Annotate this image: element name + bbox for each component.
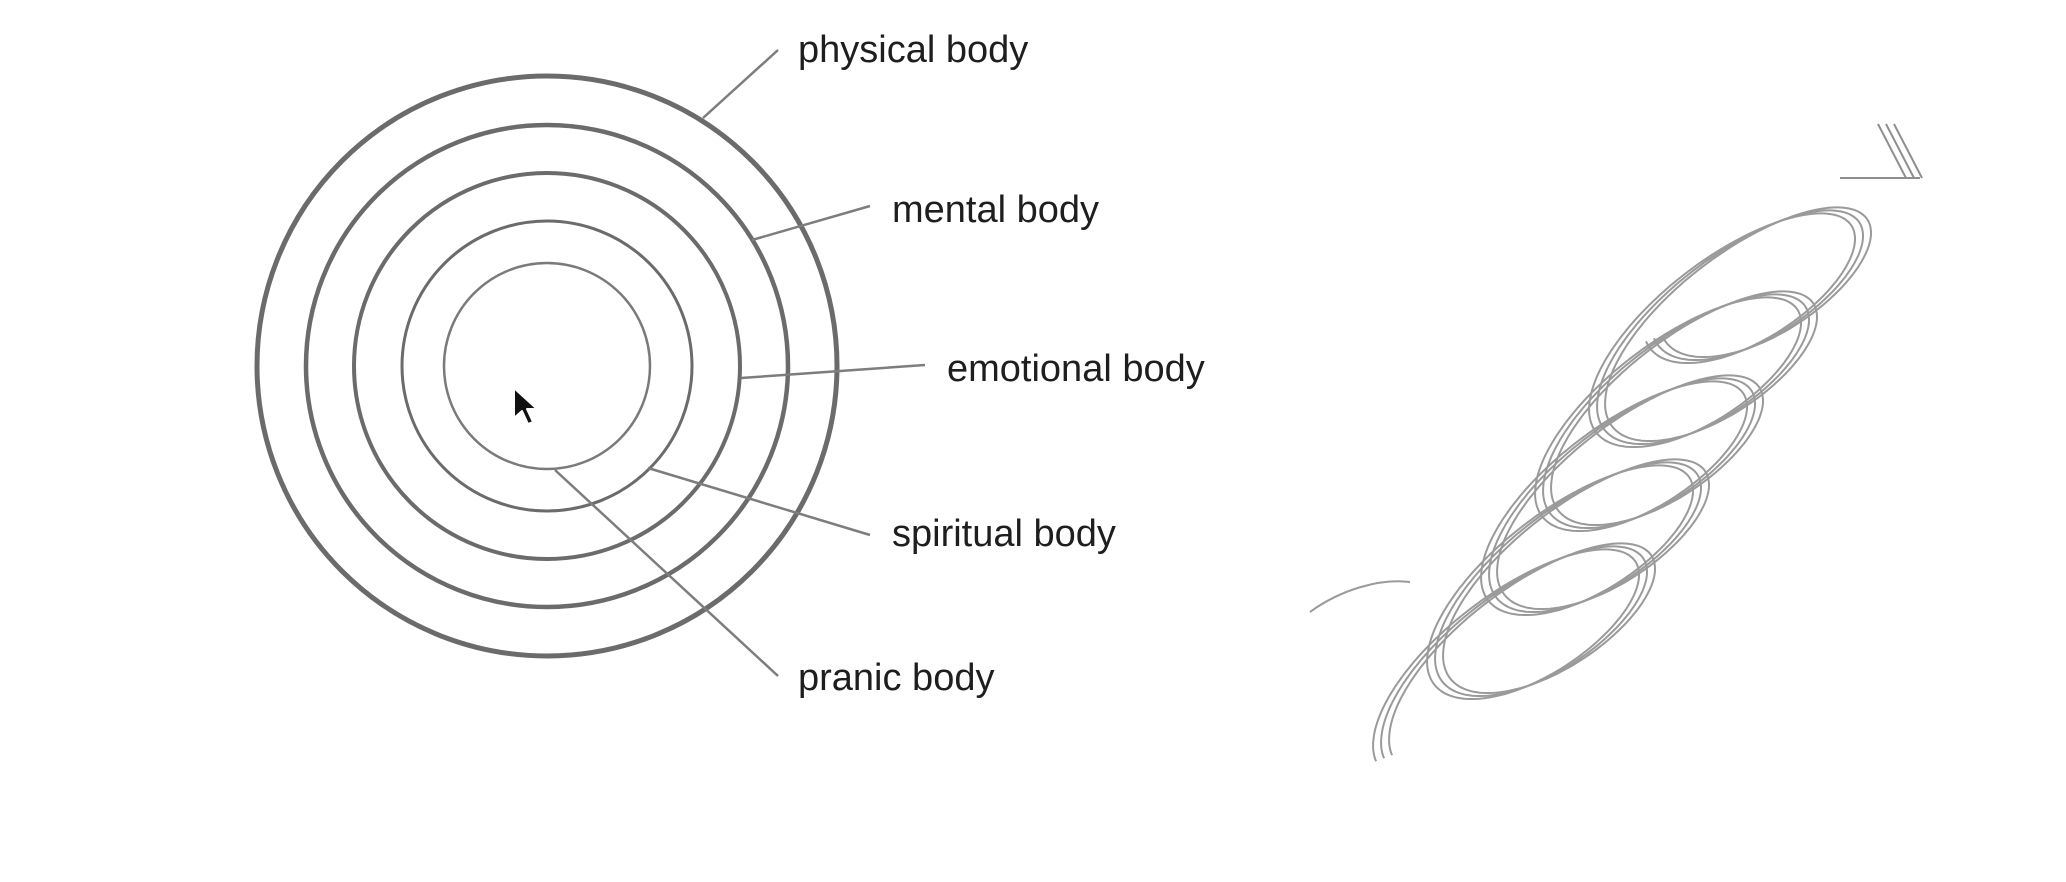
leader-spiritual bbox=[647, 466, 871, 537]
label-physical-body: physical body bbox=[798, 29, 1028, 71]
label-emotional-body: emotional body bbox=[947, 348, 1205, 390]
leader-lines bbox=[554, 49, 926, 677]
spiral-arrowhead-icon bbox=[1840, 123, 1923, 179]
label-pranic-body: pranic body bbox=[798, 657, 994, 699]
leader-pranic bbox=[554, 469, 779, 677]
ring-physical bbox=[254, 73, 840, 659]
spiral-tail bbox=[1309, 580, 1411, 613]
label-spiritual-body: spiritual body bbox=[892, 513, 1116, 555]
leader-emotional bbox=[740, 363, 926, 380]
spiral-strand bbox=[1388, 206, 1872, 756]
leader-physical bbox=[702, 49, 779, 119]
ring-emotional bbox=[352, 171, 742, 561]
spiral-illustration bbox=[1309, 206, 1872, 762]
ring-spiritual bbox=[400, 219, 694, 513]
concentric-rings bbox=[254, 73, 840, 659]
label-mental-body: mental body bbox=[892, 189, 1099, 231]
labels: physical body mental body emotional body… bbox=[798, 29, 1205, 699]
ring-pranic bbox=[442, 261, 652, 471]
ring-mental bbox=[303, 122, 791, 610]
leader-mental bbox=[751, 204, 871, 242]
cursor-icon bbox=[513, 387, 538, 425]
